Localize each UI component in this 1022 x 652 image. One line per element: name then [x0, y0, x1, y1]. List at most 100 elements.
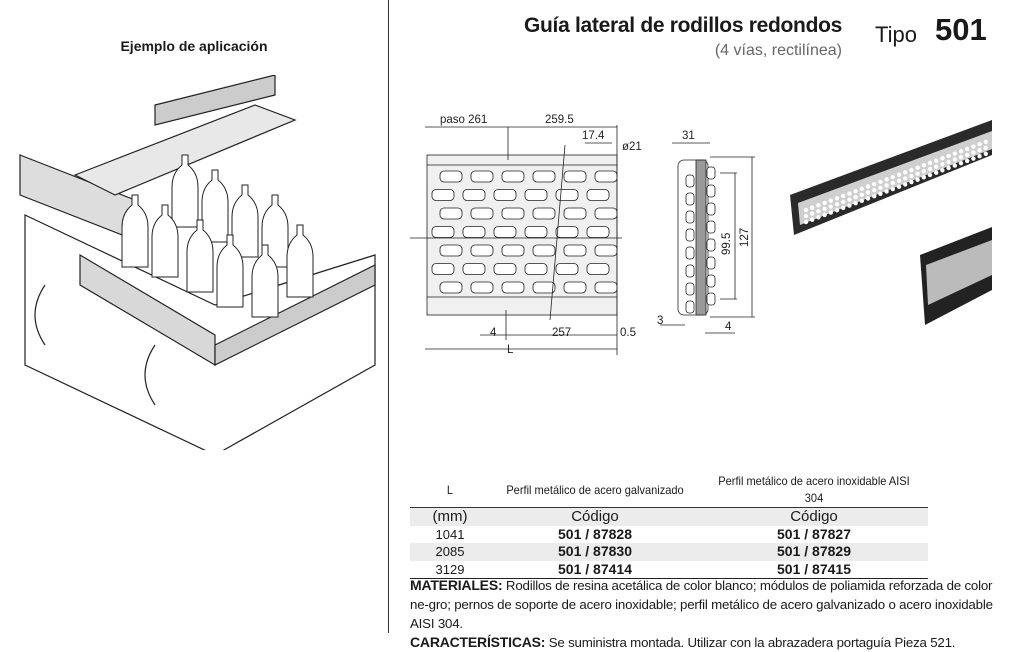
example-title: Ejemplo de aplicación	[120, 38, 268, 54]
roller-dot	[810, 211, 815, 216]
roller-dot	[847, 197, 852, 202]
roller	[685, 174, 695, 188]
roller-dot	[952, 157, 957, 162]
roller-dot	[915, 165, 920, 170]
materials-note: MATERIALES: Rodillos de resina acetálica…	[410, 576, 1010, 633]
roller-dot	[884, 183, 889, 188]
roller-dot	[853, 201, 858, 206]
roller-dot	[890, 180, 895, 186]
roller-dot	[977, 142, 982, 147]
roller-dot	[896, 172, 902, 177]
roller	[594, 207, 618, 220]
features-text: Se suministra montada. Utilizar con la a…	[545, 635, 956, 650]
roller	[685, 264, 695, 278]
roller	[563, 281, 587, 294]
roller-dot	[865, 190, 871, 195]
dim-259-5: 259.5	[545, 114, 574, 126]
roller-dot	[803, 207, 809, 213]
roller-dot	[909, 167, 914, 173]
roller-dot	[915, 177, 920, 182]
roller	[524, 226, 548, 238]
roller-dot	[859, 192, 864, 198]
roller-dot	[921, 163, 926, 168]
col-code-label: Código	[700, 507, 928, 526]
application-example-illustration	[19, 75, 376, 450]
length-cell: 3129	[410, 560, 490, 579]
roller-dot	[971, 144, 976, 149]
bottle	[286, 224, 314, 298]
dim-4-side: 4	[725, 321, 732, 333]
roller-dot	[834, 202, 840, 207]
roller-dot	[828, 204, 833, 209]
features-label: CARACTERÍSTICAS:	[410, 634, 546, 650]
roller	[470, 281, 494, 294]
roller	[706, 274, 716, 288]
roller-dot	[958, 149, 964, 154]
bottle	[231, 184, 259, 258]
roller-dot	[909, 173, 914, 179]
roller-dot	[872, 187, 877, 193]
col-unit: (mm)	[410, 507, 490, 526]
roller	[439, 244, 463, 257]
roller-dot	[965, 158, 970, 164]
roller	[501, 170, 525, 183]
roller	[439, 170, 463, 183]
col-code-label: Código	[490, 507, 700, 526]
roller-dot	[921, 175, 926, 180]
roller-dot	[965, 152, 970, 158]
roller-dot	[841, 193, 846, 199]
roller	[493, 189, 517, 201]
roller	[706, 220, 716, 234]
roller-dot	[977, 154, 982, 159]
roller	[706, 256, 716, 270]
roller	[685, 246, 695, 260]
roller	[594, 281, 618, 294]
roller-dot	[983, 151, 988, 157]
roller	[439, 207, 463, 220]
roller-dot	[803, 213, 809, 219]
roller	[439, 281, 463, 294]
length-cell: 1041	[435, 526, 465, 542]
col-header-stainless: Perfil metálico de acero inoxidable AISI…	[709, 473, 919, 508]
product-photo	[790, 120, 992, 325]
roller-dot	[927, 160, 933, 166]
type-label: Tipo	[875, 22, 917, 47]
bottle	[216, 234, 244, 308]
roller	[563, 207, 587, 220]
roller	[685, 282, 695, 296]
roller	[555, 263, 579, 275]
roller	[493, 226, 517, 238]
dim-diameter-21: ø21	[622, 141, 642, 153]
roller-dot	[965, 146, 970, 152]
roller-dot	[822, 200, 827, 206]
roller	[586, 189, 610, 201]
col-header-length: L	[413, 473, 487, 508]
dim-0-5: 0.5	[620, 327, 636, 339]
roller-dot	[859, 198, 864, 204]
dim-127: 127	[739, 228, 751, 247]
roller-dot	[958, 161, 964, 166]
roller	[524, 263, 548, 275]
roller-dot	[903, 182, 908, 187]
col-header-galvanized: Perfil metálico de acero galvanizado	[498, 473, 692, 508]
roller-dot	[977, 148, 982, 153]
roller-dot	[958, 155, 964, 160]
roller-dot	[890, 174, 895, 180]
roller	[555, 226, 579, 238]
roller	[501, 207, 525, 220]
roller	[524, 189, 548, 201]
roller-dot	[903, 170, 908, 175]
column-divider	[388, 0, 389, 633]
roller-dot	[834, 196, 840, 201]
roller	[563, 244, 587, 257]
roller	[462, 226, 486, 238]
dim-L: L	[507, 344, 514, 356]
roller-dot	[847, 203, 852, 208]
roller	[586, 263, 610, 275]
dim-3: 3	[657, 315, 663, 327]
roller	[501, 281, 525, 294]
roller-dot	[822, 212, 827, 218]
notes: MATERIALES: Rodillos de resina acetálica…	[410, 576, 1010, 652]
roller	[685, 210, 695, 224]
stainless-code-cell: 501 / 87827	[777, 525, 851, 542]
